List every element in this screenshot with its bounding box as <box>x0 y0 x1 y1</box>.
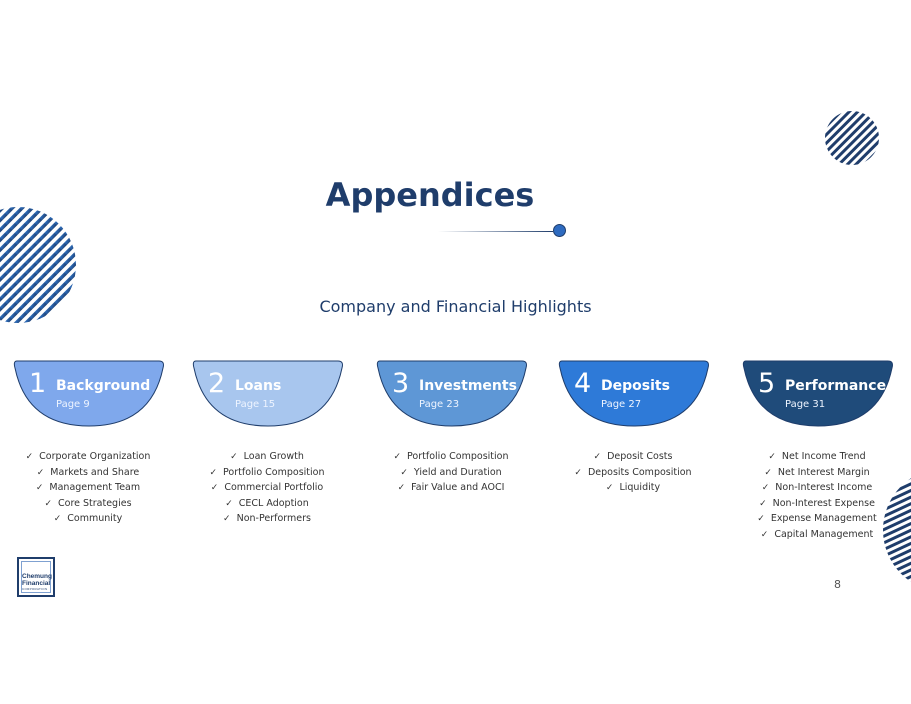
checkmark-icon: ✓ <box>764 467 772 478</box>
section-number: 1 <box>29 368 47 399</box>
checkmark-icon: ✓ <box>574 467 582 478</box>
title-underline <box>438 231 553 232</box>
list-item: ✓Deposits Composition <box>574 466 692 478</box>
section-label: Performance <box>785 378 887 394</box>
checkmark-icon: ✓ <box>759 498 767 509</box>
list-item: ✓Corporate Organization <box>25 451 151 462</box>
section-number: 2 <box>208 368 226 399</box>
page-title: Appendices <box>325 176 535 214</box>
section-topic-list: ✓Portfolio Composition ✓Yield and Duratio… <box>376 449 526 496</box>
checkmark-icon: ✓ <box>210 483 219 493</box>
section-page: Page 9 <box>56 399 90 410</box>
section-number: 5 <box>758 368 776 399</box>
section-page: Page 27 <box>601 399 642 410</box>
list-item: ✓Commercial Portfolio <box>210 482 324 493</box>
section-label: Loans <box>235 378 282 394</box>
checkmark-icon: ✓ <box>757 514 765 524</box>
section-label: Investments <box>419 378 517 394</box>
section-label: Deposits <box>601 378 670 394</box>
checkmark-icon: ✓ <box>393 452 402 462</box>
checkmark-icon: ✓ <box>397 483 406 493</box>
striped-circle-decoration-right <box>883 478 911 582</box>
page-number: 8 <box>834 578 841 591</box>
section-label: Background <box>56 378 151 394</box>
checkmark-icon: ✓ <box>209 467 218 478</box>
checkmark-icon: ✓ <box>225 498 233 509</box>
checkmark-icon: ✓ <box>768 452 776 462</box>
checkmark-icon: ✓ <box>35 483 44 493</box>
checkmark-icon: ✓ <box>36 467 45 478</box>
list-item: ✓Net Interest Margin <box>764 466 870 478</box>
list-item: ✓Loan Growth <box>230 451 304 462</box>
checkmark-icon: ✓ <box>761 483 770 493</box>
checkmark-icon: ✓ <box>760 529 769 540</box>
section-topic-list: ✓Loan Growth ✓Portfolio Composition ✓Comme… <box>192 449 342 527</box>
checkmark-icon: ✓ <box>400 467 408 478</box>
list-item: ✓Markets and Share <box>36 466 140 478</box>
checkmark-icon: ✓ <box>223 514 231 524</box>
list-item: ✓Fair Value and AOCI <box>397 482 505 493</box>
checkmark-icon: ✓ <box>44 498 52 509</box>
checkmark-icon: ✓ <box>605 483 614 493</box>
list-item: ✓CECL Adoption <box>225 497 309 509</box>
list-item: ✓Non-Interest Income <box>761 482 873 493</box>
list-item: ✓Capital Management <box>760 528 874 540</box>
checkmark-icon: ✓ <box>53 514 62 524</box>
section-page: Page 31 <box>785 399 826 410</box>
striped-circle-decoration-top-right <box>825 111 879 165</box>
list-item: ✓Deposit Costs <box>593 451 673 462</box>
list-item: ✓Core Strategies <box>44 497 132 509</box>
list-item: ✓Portfolio Composition <box>393 451 509 462</box>
list-item: ✓Portfolio Composition <box>209 466 325 478</box>
section-topic-list: ✓Corporate Organization ✓Markets and Shar… <box>13 449 163 527</box>
section-topic-list: ✓Deposit Costs ✓Deposits Composition ✓Liqu… <box>558 449 708 496</box>
title-dot <box>553 224 566 237</box>
list-item: ✓Expense Management <box>757 513 877 524</box>
checkmark-icon: ✓ <box>593 452 602 462</box>
list-item: ✓Yield and Duration <box>400 466 502 478</box>
list-item: ✓Liquidity <box>605 482 661 493</box>
list-item: ✓Net Income Trend <box>768 451 866 462</box>
list-item: ✓Community <box>53 513 123 524</box>
checkmark-icon: ✓ <box>230 452 238 462</box>
section-page: Page 15 <box>235 399 276 410</box>
section-topic-list: ✓Net Income Trend ✓Net Interest Margin ✓No… <box>742 449 892 542</box>
list-item: ✓Non-Performers <box>223 513 311 524</box>
list-item: ✓Non-Interest Expense <box>759 497 875 509</box>
section-number: 3 <box>392 368 410 399</box>
list-item: ✓Management Team <box>35 482 141 493</box>
section-page: Page 23 <box>419 399 460 410</box>
section-number: 4 <box>574 368 592 399</box>
company-logo: Chemung Financial CORPORATION <box>17 557 55 597</box>
checkmark-icon: ✓ <box>25 452 34 462</box>
page-subtitle: Company and Financial Highlights <box>319 297 592 316</box>
